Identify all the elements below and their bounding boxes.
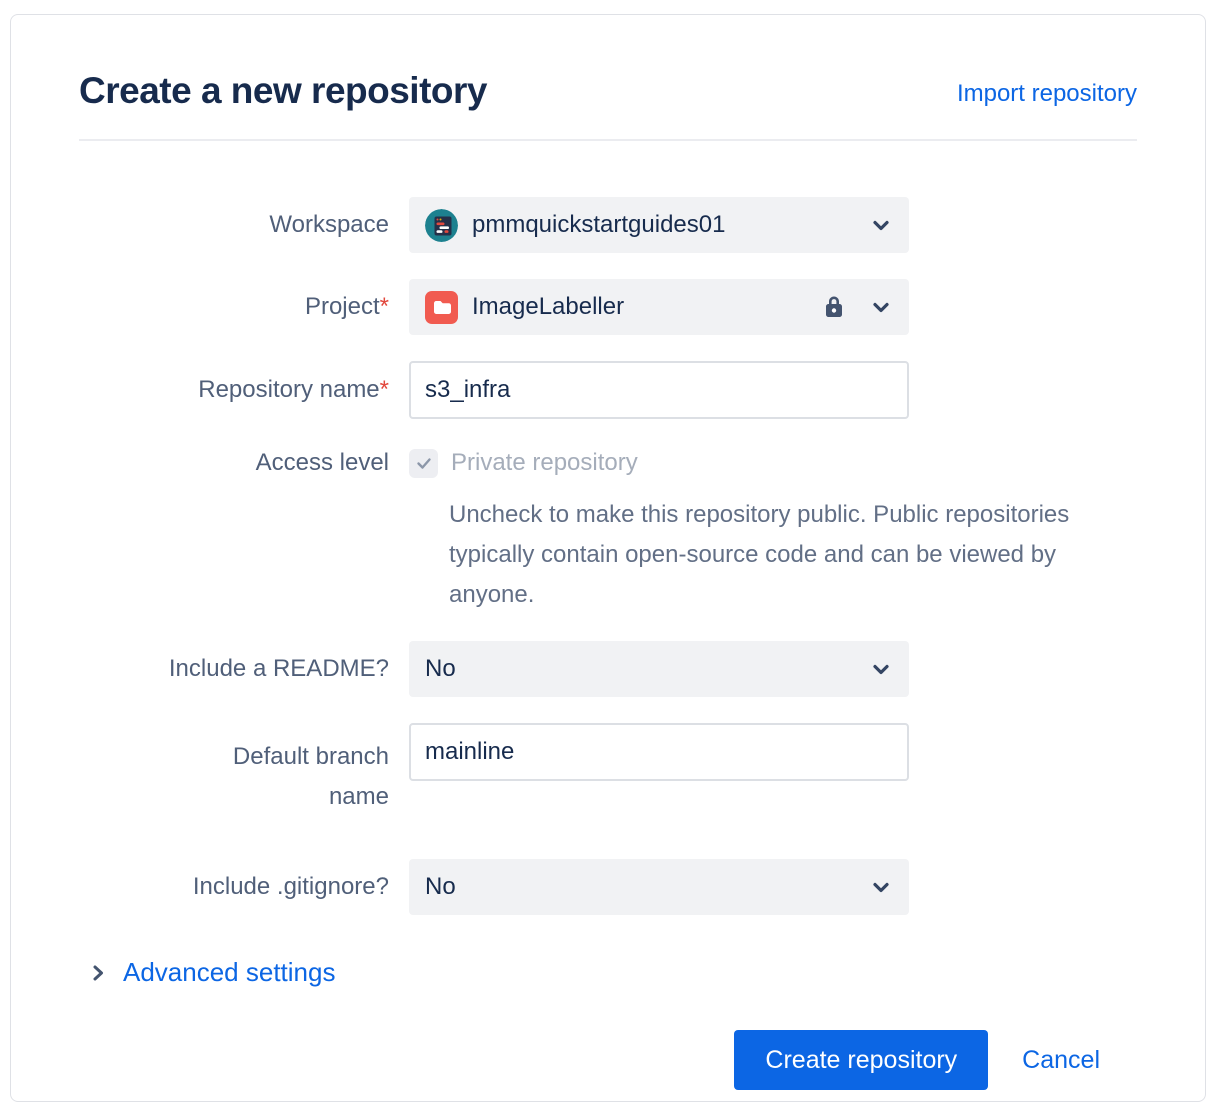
default-branch-row: Default branch name: [79, 723, 1147, 817]
create-repository-dialog: Create a new repository Import repositor…: [10, 14, 1206, 1102]
private-repository-option: Private repository: [409, 445, 1147, 481]
workspace-avatar-icon: [425, 208, 458, 242]
include-gitignore-value: No: [425, 873, 456, 901]
default-branch-label: Default branch name: [232, 743, 389, 811]
chevron-down-icon: [873, 883, 889, 893]
access-level-label: Access level: [255, 449, 389, 477]
include-gitignore-label: Include .gitignore?: [192, 873, 389, 901]
dialog-header: Create a new repository Import repositor…: [69, 69, 1147, 113]
project-value: ImageLabeller: [472, 293, 625, 321]
project-row: Project* ImageLabeller: [79, 279, 1147, 336]
access-level-control: Private repository Uncheck to make this …: [409, 445, 1147, 615]
workspace-select[interactable]: pmmquickstartguides01: [409, 197, 909, 254]
include-readme-label: Include a README?: [168, 655, 389, 683]
page-title: Create a new repository: [79, 70, 487, 111]
create-repository-form: Workspace pmmquickstartguides01: [69, 197, 1147, 1091]
repository-name-input[interactable]: [409, 361, 909, 420]
required-asterisk: *: [379, 376, 389, 404]
chevron-down-icon: [873, 221, 889, 231]
import-repository-link[interactable]: Import repository: [956, 80, 1137, 108]
chevron-right-icon: [93, 965, 103, 981]
repository-name-row: Repository name*: [79, 361, 1147, 420]
include-readme-row: Include a README? No: [79, 641, 1147, 698]
project-select[interactable]: ImageLabeller: [409, 279, 909, 336]
workspace-value: pmmquickstartguides01: [472, 211, 726, 239]
include-readme-value: No: [425, 655, 456, 683]
advanced-settings-toggle[interactable]: Advanced settings: [87, 957, 1147, 988]
access-level-help-text: Uncheck to make this repository public. …: [449, 501, 1070, 609]
private-repository-label: Private repository: [451, 449, 638, 477]
access-level-row: Access level Private repository Uncheck …: [79, 445, 1147, 615]
cancel-button[interactable]: Cancel: [1022, 1045, 1100, 1074]
create-repository-button[interactable]: Create repository: [734, 1030, 989, 1091]
advanced-settings-link[interactable]: Advanced settings: [123, 957, 336, 988]
chevron-down-icon: [873, 665, 889, 675]
required-asterisk: *: [379, 293, 389, 321]
workspace-label: Workspace: [269, 211, 389, 239]
include-gitignore-row: Include .gitignore? No: [79, 859, 1147, 916]
repository-name-label: Repository name*: [198, 376, 389, 404]
header-divider: [79, 139, 1137, 142]
default-branch-input[interactable]: [409, 723, 909, 782]
include-gitignore-select[interactable]: No: [409, 859, 909, 916]
workspace-row: Workspace pmmquickstartguides01: [79, 197, 1147, 254]
dialog-actions: Create repository Cancel: [69, 1030, 1100, 1091]
project-label: Project*: [304, 293, 389, 321]
chevron-down-icon: [873, 303, 889, 313]
project-folder-icon: [425, 290, 458, 324]
include-readme-select[interactable]: No: [409, 641, 909, 698]
private-repository-checkbox[interactable]: [409, 448, 438, 478]
lock-icon: [826, 296, 842, 318]
